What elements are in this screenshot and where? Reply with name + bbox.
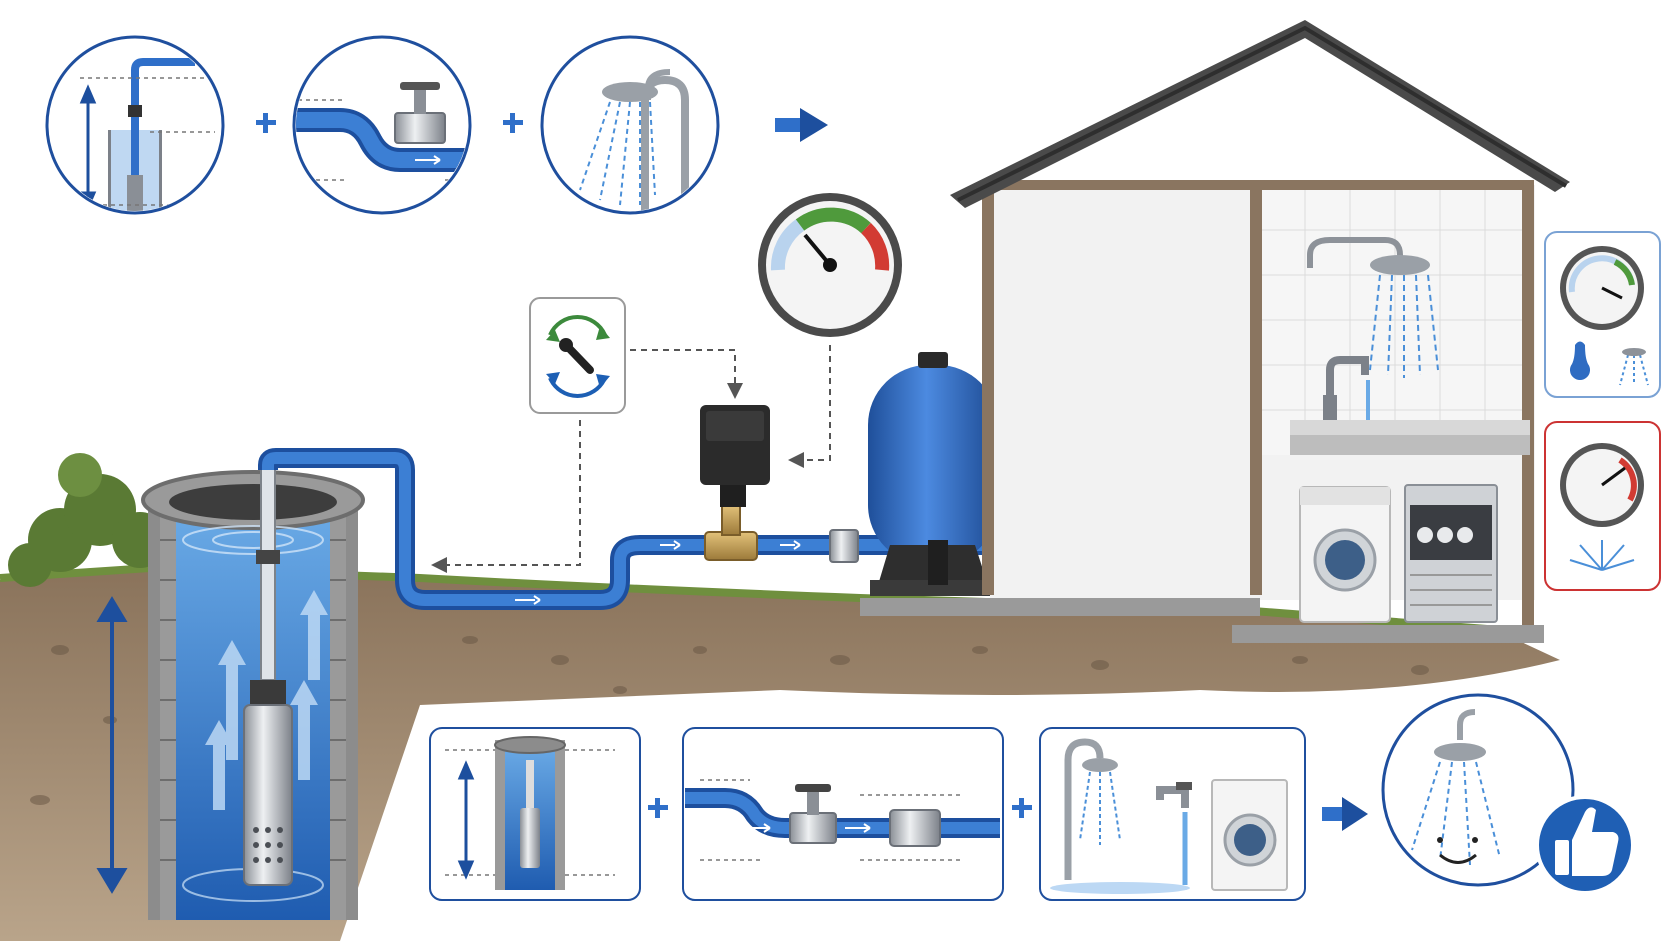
house-shower (1307, 237, 1439, 378)
bush (8, 453, 168, 587)
flow-up-arrows (205, 590, 328, 810)
result-happy-shower-icon (1381, 693, 1575, 887)
depth-arrow (96, 596, 128, 894)
house (860, 20, 1570, 643)
thumbs-up-icon (1535, 795, 1635, 895)
plus-icon (503, 113, 523, 133)
plus-icon (648, 798, 668, 818)
submersible-pump (243, 680, 293, 886)
sink-faucet (1290, 356, 1530, 455)
good-pressure-panel (1544, 231, 1661, 398)
bottom-step-shower-faucet-washer-icon (1039, 727, 1306, 901)
high-pressure-panel (1544, 421, 1661, 591)
main-pressure-gauge (758, 193, 902, 337)
pipe-union (829, 529, 859, 563)
top-step-shower-icon (540, 35, 720, 215)
bottom-step-pipe-valve-union-icon (682, 727, 1004, 901)
dishwasher (1404, 484, 1498, 623)
top-step-well-icon (45, 35, 225, 215)
top-step-pipe-valve-icon (292, 35, 472, 215)
plus-icon (1012, 798, 1032, 818)
washing-machine (1299, 486, 1391, 623)
arrow-right-icon (775, 108, 828, 142)
pressure-tank (868, 352, 998, 596)
well (96, 459, 365, 920)
adjustment-icon-box (529, 297, 626, 414)
control-links (431, 345, 831, 573)
arrow-right-icon (1322, 797, 1368, 831)
plus-icon (256, 113, 276, 133)
check-valve (704, 504, 758, 561)
pressure-switch (700, 405, 770, 507)
bottom-step-well-pump-icon (429, 727, 641, 901)
